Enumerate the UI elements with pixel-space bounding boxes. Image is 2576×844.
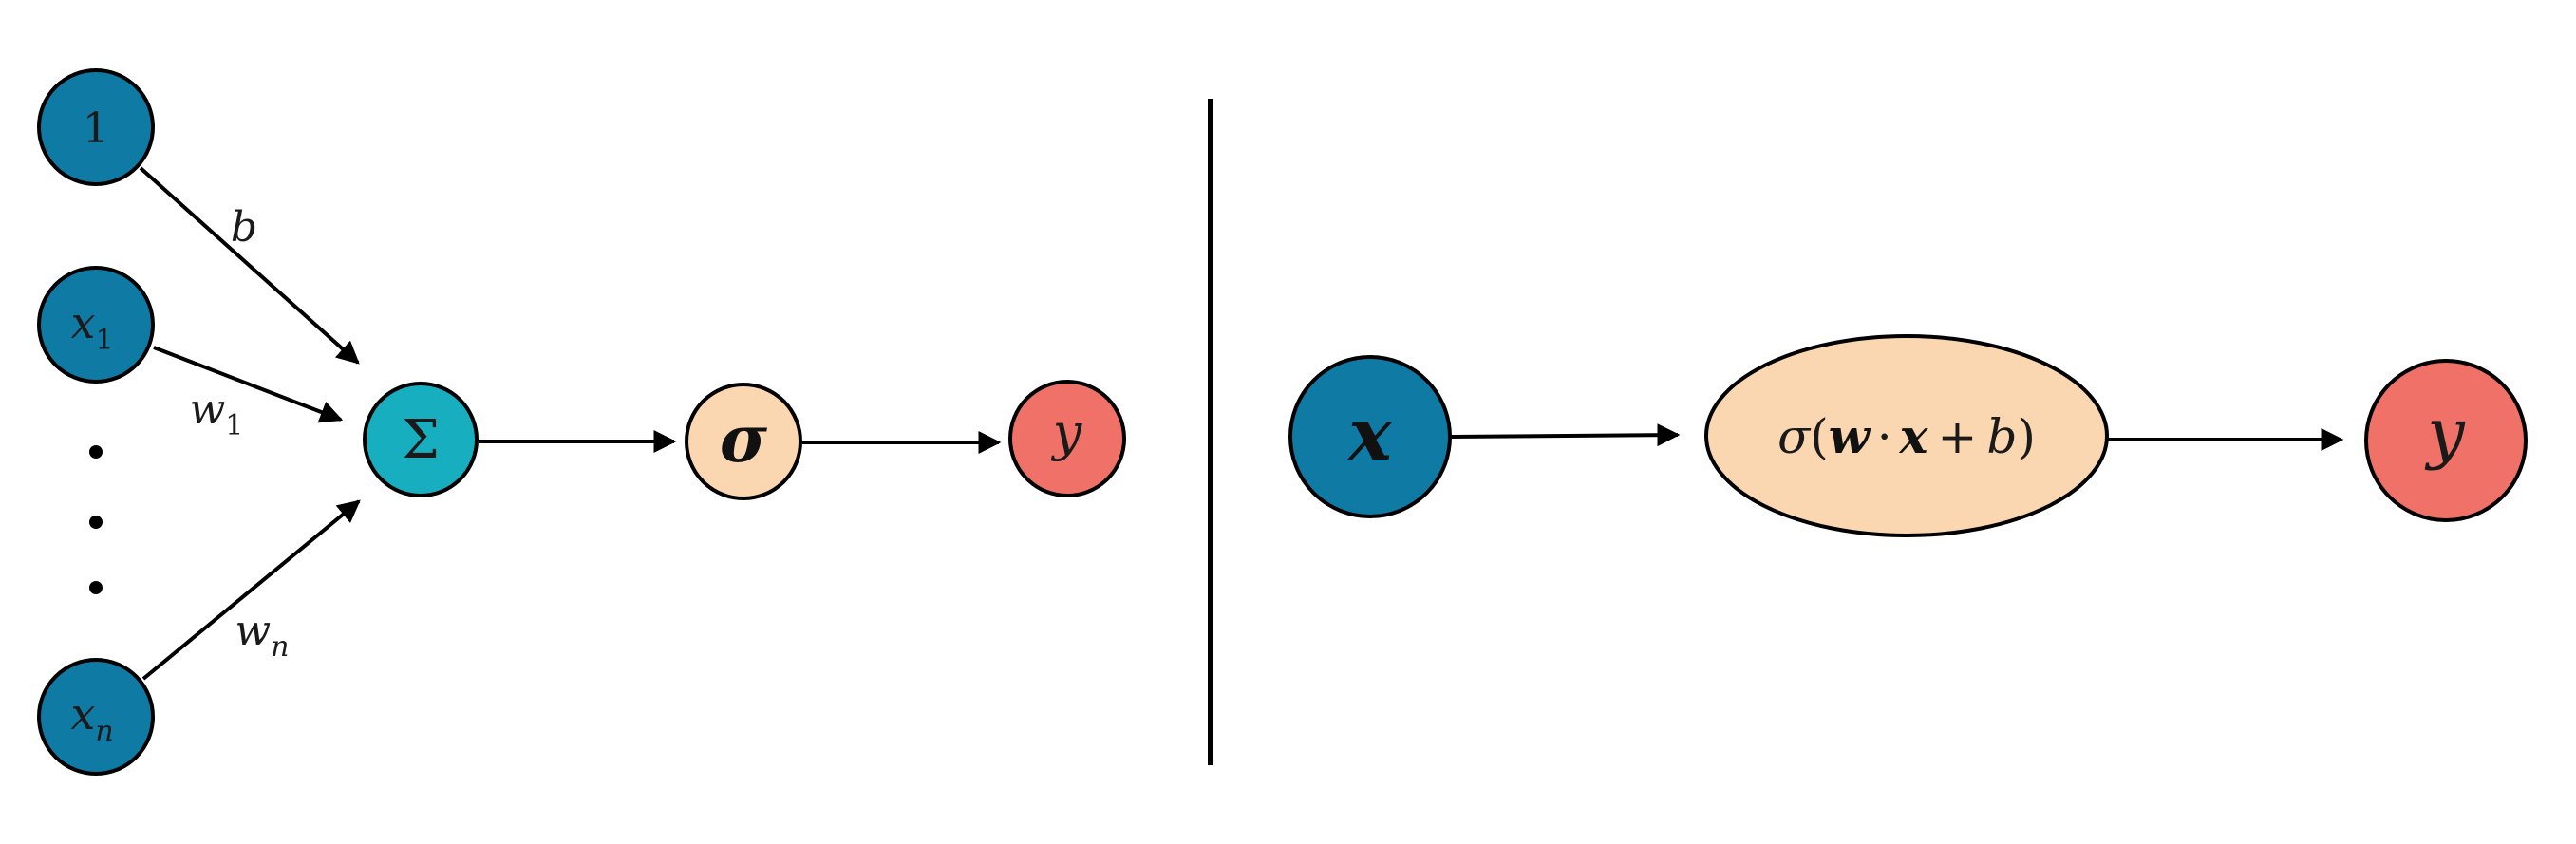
input-xn-node	[37, 658, 155, 776]
expr-sigma: σ	[1777, 409, 1812, 464]
edge-input-to-activation-compact	[1450, 423, 1681, 447]
output-label: y	[1051, 403, 1083, 462]
input-x1-subscript: 1	[95, 324, 113, 357]
ellipsis-dot	[89, 581, 103, 594]
bias-input-node	[37, 68, 155, 186]
output-vector-node	[2364, 359, 2528, 522]
output-vector-label: y	[2424, 394, 2466, 472]
input-x1-label: x1	[70, 297, 113, 357]
sum-symbol: Σ	[402, 409, 440, 471]
input-x1-node	[37, 266, 155, 384]
ellipsis-dot	[89, 516, 103, 529]
input-x1-symbol: x	[70, 297, 95, 348]
weight-1-symbol: w	[190, 385, 226, 434]
weight-n-label: wn	[235, 607, 290, 664]
expr-w: w	[1829, 408, 1871, 464]
input-xn-symbol: x	[70, 688, 95, 740]
edge-xn-to-sum	[141, 499, 361, 681]
sum-node	[363, 382, 479, 497]
weight-n-symbol: w	[235, 607, 272, 655]
weight-1-label: w1	[190, 385, 244, 442]
ellipsis-dots	[89, 445, 103, 594]
expr-b: b	[1986, 409, 2017, 464]
activation-expression: σ(w·x+b)	[1777, 408, 2036, 464]
input-xn-subscript: n	[95, 715, 113, 748]
activation-node	[685, 383, 802, 500]
expr-close-paren: )	[2017, 409, 2036, 464]
weight-1-subscript: 1	[225, 409, 243, 442]
weight-n-subscript: n	[271, 630, 289, 664]
expr-dot: ·	[1877, 409, 1892, 464]
expr-x: x	[1899, 408, 1929, 464]
output-node	[1008, 380, 1126, 497]
expr-open-paren: (	[1810, 409, 1829, 464]
bias-weight-label: b	[231, 203, 257, 252]
input-vector-node	[1288, 355, 1452, 518]
activation-symbol: σ	[720, 402, 768, 478]
expr-plus: +	[1937, 409, 1977, 464]
ellipsis-dot	[89, 445, 103, 459]
input-xn-label: xn	[70, 688, 113, 748]
input-vector-label: x	[1346, 392, 1393, 477]
bias-input-label: 1	[83, 104, 109, 153]
edge-bias-to-sum	[139, 166, 360, 365]
activation-ellipse	[1704, 334, 2109, 537]
edge-x1-to-sum	[153, 346, 344, 423]
